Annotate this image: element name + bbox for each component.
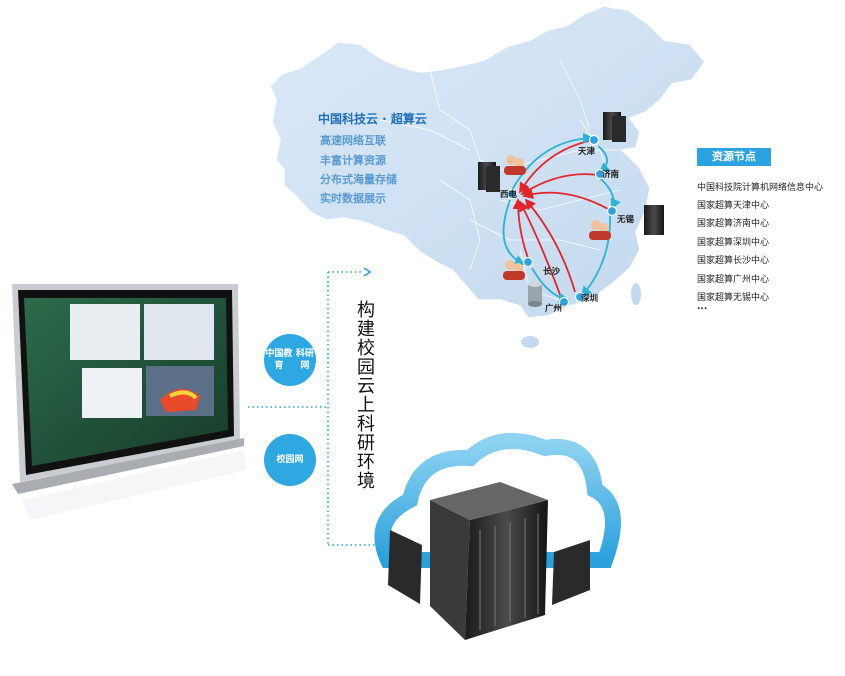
connection-arrows [502, 132, 621, 304]
map-title: 中国科技云 · 超算云 [318, 112, 427, 126]
cloud-datacenter-illustration [374, 432, 621, 640]
map-feature-3: 分布式海量存储 [320, 173, 397, 186]
resource-item: 国家超算深圳中心 [697, 238, 770, 248]
laptop-illustration [12, 284, 246, 520]
users-icon [504, 155, 526, 175]
resource-item-more: ... [697, 302, 708, 312]
city-label-shenzhen: 深圳 [581, 294, 599, 304]
users-icon [503, 260, 525, 280]
taiwan-island [631, 283, 641, 305]
city-label-xidian: 西电 [500, 190, 518, 200]
map-feature-4: 实时数据展示 [320, 192, 386, 205]
city-nodes [506, 134, 618, 308]
resource-item: 国家超算广州中心 [697, 275, 770, 285]
storage-cylinder-icon [528, 281, 542, 307]
map-feature-2: 丰富计算资源 [320, 154, 386, 167]
resource-item: 中国科技院计算机网络信息中心 [697, 183, 824, 193]
resource-nodes-title: 资源节点 [697, 148, 771, 166]
campus-network-circle: 校园网 [264, 434, 316, 486]
resource-item: 国家超算济南中心 [697, 219, 770, 229]
edu-network-circle: 中国教育科研网 [264, 334, 316, 386]
server-rack-icon [644, 205, 664, 235]
network-connector-lines [248, 271, 382, 546]
server-rack-icon [478, 162, 500, 192]
resource-item: 国家超算无锡中心 [697, 293, 770, 303]
connector-arrowhead [363, 267, 372, 277]
city-label-guangzhou: 广州 [545, 304, 563, 314]
server-rack-icon [603, 112, 626, 142]
users-icon [589, 220, 611, 240]
city-label-changsha: 长沙 [543, 267, 561, 277]
hainan-island [521, 336, 539, 348]
resource-item: 国家超算天津中心 [697, 201, 770, 211]
city-label-jinan: 济南 [602, 170, 620, 180]
city-label-wuxi: 无锡 [617, 215, 635, 225]
resource-item: 国家超算长沙中心 [697, 256, 770, 266]
map-feature-1: 高速网络互联 [320, 134, 386, 147]
vertical-title: 构建校园云上科研环境 [354, 300, 375, 490]
city-label-tianjin: 天津 [578, 147, 596, 157]
